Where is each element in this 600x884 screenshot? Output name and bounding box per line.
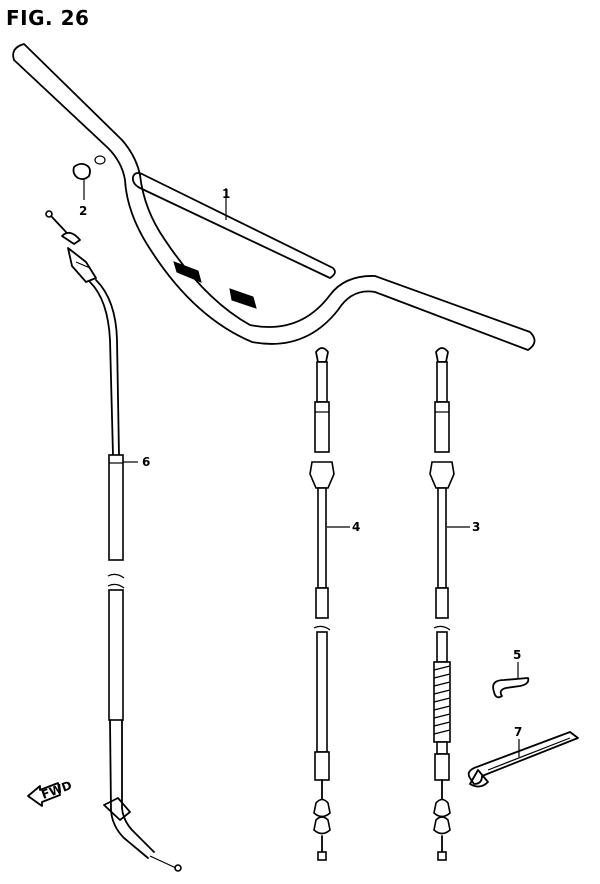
fwd-label: FWD [40,778,74,802]
callout-1: 1 [222,187,230,201]
figure-title: FIG. 26 [6,6,90,30]
knurl-band-left [173,261,202,283]
callout-4: 4 [352,520,360,534]
clip: 5 [492,648,530,699]
coiled-section [433,661,451,743]
plug: 2 [72,162,91,218]
wrench: 7 [467,725,579,788]
callout-3: 3 [472,520,480,534]
callout-6: 6 [142,455,150,469]
fwd-direction-marker: FWD [27,778,74,807]
handlebar: 1 [12,43,536,351]
callout-5: 5 [513,648,521,662]
cable-right: 3 [429,347,480,861]
knurl-band-right [229,288,257,309]
cable-middle: 4 [309,347,360,861]
throttle-cable: 6 [45,210,182,872]
callout-7: 7 [514,725,522,739]
callout-2: 2 [79,204,87,218]
